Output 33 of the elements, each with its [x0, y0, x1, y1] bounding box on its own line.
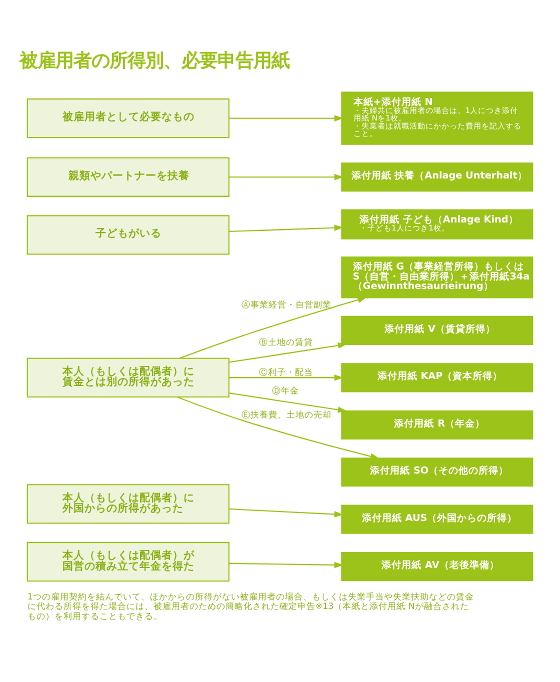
arrow	[229, 392, 348, 413]
node-box: 添付用紙 R（年金）	[341, 410, 534, 440]
node-box: 添付用紙 AV（老後準備）	[341, 552, 534, 582]
node-box: 添付用紙 G（事業経営所得）もしくは S（自営・自由業所得）＋添付用紙34a（Gewinnthesaurieirung）	[341, 256, 534, 298]
edge-label: Ⓒ利子・配当	[258, 368, 313, 378]
arrow	[229, 342, 348, 363]
edge-label: Ⓓ年金	[272, 386, 299, 396]
node-box: 親類やパートナーを扶養	[26, 157, 230, 197]
arrow	[176, 396, 380, 460]
node-box: 添付用紙 V（賃貸所得）	[341, 316, 534, 345]
arrow	[229, 115, 344, 122]
node-box: 本人（もしくは配偶者）に外国からの所得があった	[26, 484, 230, 524]
arrow	[229, 562, 344, 568]
node-box: 子どもがいる	[26, 215, 230, 255]
node-box: 本紙+添付用紙 N ・夫婦共に被雇用者の場合は、1人につき添付用紙 Nを1枚。 ・失業者は就職活動にかかった費用を記入すること。	[341, 92, 534, 145]
arrow	[229, 508, 344, 518]
diagram-title: 被雇用者の所得別、必要申告用紙	[20, 50, 290, 72]
edge-label: Ⓑ土地の賃貸	[258, 338, 313, 348]
arrow	[229, 374, 344, 381]
node-box: 被雇用者として必要なもの	[26, 98, 230, 138]
node-box: 添付用紙 子ども（Anlage Kind） ・子ども1人につき1枚。	[341, 209, 534, 240]
arrow	[229, 224, 344, 232]
node-box: 本人（もしくは配偶者）が国営の積み立て年金を得た	[26, 542, 230, 582]
node-box: 添付用紙 AUS（外国からの所得）	[341, 504, 534, 534]
node-box: 本人（もしくは配偶者）に賃金とは別の所得があった	[26, 358, 230, 398]
arrow	[179, 296, 367, 359]
edge-label: Ⓔ扶養費、土地の売却	[241, 410, 332, 420]
arrow	[229, 174, 344, 180]
node-box: 添付用紙 SO（その他の所得）	[341, 458, 534, 487]
edge-label: Ⓐ事業経営・自営副業	[241, 300, 332, 310]
caption: 1つの雇用契約を結んでいて、ほかからの所得がない被雇用者の場合、もしくは失業手当や失業扶助などの賃金に代わる所得を得た場合には、被雇用者のための簡略化された確定申告※13（本紙と添付用紙 Nが融合されたもの）を利用することもできる。	[27, 592, 474, 622]
node-box: 添付用紙 KAP（資本所得）	[341, 363, 534, 392]
node-box: 添付用紙 扶養（Anlage Unterhalt）	[341, 162, 534, 192]
